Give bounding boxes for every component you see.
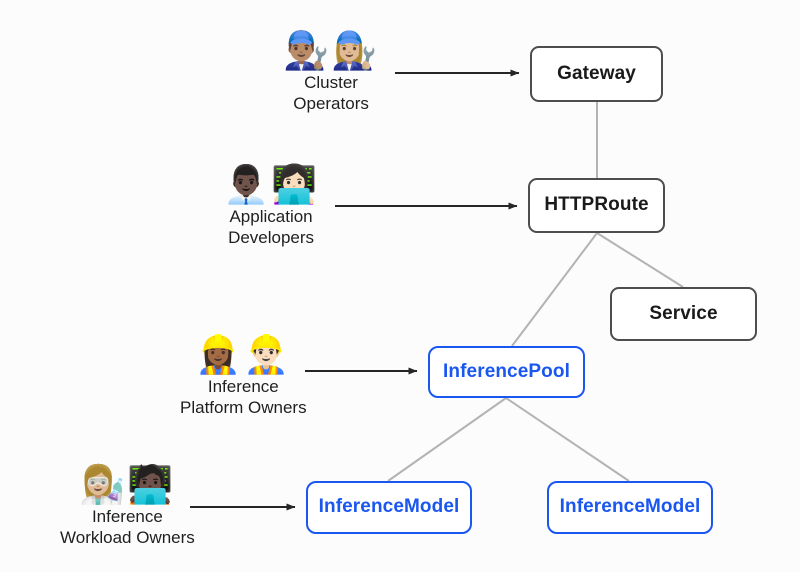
node-service[interactable]: Service <box>610 287 757 341</box>
scientist-and-technologist-emoji-pair-icon: 👩🏼‍🔬🧑🏿‍💻 <box>79 463 176 506</box>
node-inferencemodel1[interactable]: InferenceModel <box>306 481 472 534</box>
node-inferencepool[interactable]: InferencePool <box>428 346 585 398</box>
office-worker-and-technologist-emoji-pair-icon: 👨🏿‍💼👩🏻‍💻 <box>223 163 320 206</box>
edge-inferencepool-inferencemodel1 <box>387 397 507 482</box>
node-label-inferencemodel1: InferenceModel <box>318 496 460 518</box>
persona-caption-line2-inference-workload-owners: Workload Owners <box>60 527 195 547</box>
persona-caption-line1-cluster-operators: Cluster <box>304 73 358 92</box>
persona-caption-line2-inference-platform-owners: Platform Owners <box>180 397 307 417</box>
persona-arrows <box>190 69 520 511</box>
node-label-httproute: HTTPRoute <box>544 194 649 216</box>
node-label-service: Service <box>649 302 718 324</box>
construction-worker-emoji-pair-icon: 👷🏾‍♀️👷🏻‍♂️ <box>195 333 292 376</box>
node-gateway[interactable]: Gateway <box>530 46 663 102</box>
persona-caption-line1-application-developers: Application <box>229 207 313 226</box>
node-label-inferencepool: InferencePool <box>443 360 570 382</box>
node-inferencemodel2[interactable]: InferenceModel <box>547 481 713 534</box>
edge-httproute-service <box>596 232 684 288</box>
edge-inferencepool-inferencemodel2 <box>505 397 630 482</box>
persona-caption-line2-cluster-operators: Operators <box>293 93 369 113</box>
persona-caption-line2-application-developers: Developers <box>228 227 315 247</box>
persona-caption-line1-inference-workload-owners: Inference <box>91 507 163 526</box>
persona-caption-line1-inference-platform-owners: Inference <box>207 377 279 396</box>
node-label-gateway: Gateway <box>557 62 636 84</box>
edge-httproute-inferencepool <box>511 232 598 347</box>
node-httproute[interactable]: HTTPRoute <box>528 178 665 233</box>
mechanic-emoji-pair-icon: 👨🏽‍🔧👩🏼‍🔧 <box>283 29 380 72</box>
node-label-inferencemodel2: InferenceModel <box>559 496 701 518</box>
